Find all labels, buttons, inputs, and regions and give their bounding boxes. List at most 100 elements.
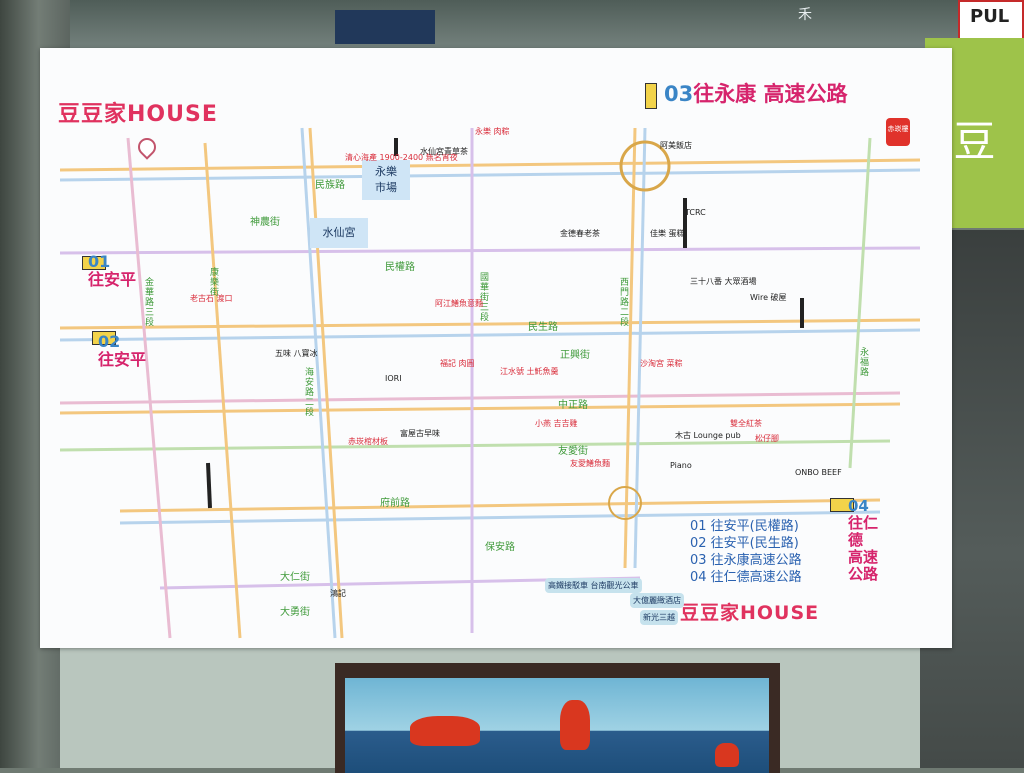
vroad-label-haian: 海安路二段: [305, 368, 315, 418]
highway-02-text: 往安平: [98, 350, 147, 369]
painting-rock-3: [715, 743, 739, 767]
road-haian: [300, 127, 337, 639]
pull-sign: PUL: [958, 0, 1024, 40]
painting-image: [345, 678, 769, 773]
map-poster: 豆豆家HOUSE 豆豆家HOUSE 03往永康 高速公路 01 往安平 02 往…: [40, 48, 952, 648]
place-tcrc: TCRC: [685, 208, 706, 217]
roundabout: [619, 140, 671, 192]
place-sanshiba: 三十八番 大眾酒場: [690, 277, 757, 286]
place-piano: Piano: [670, 461, 692, 470]
place-jiaqiao: 佳樂 蛋糕: [650, 229, 685, 238]
road-label-shennong: 神農街: [250, 217, 280, 228]
road-label-daren: 大仁街: [280, 572, 310, 583]
place-chicken: 鴻記: [330, 589, 346, 598]
highway-03-text2: 高速公路: [763, 82, 848, 106]
highway-01-label: 01 往安平: [88, 253, 148, 289]
landmark-hotel-bus: 高鐵接駁車 台南觀光公車: [545, 578, 642, 593]
vroad-label-yongfu: 永福路: [860, 348, 870, 378]
temple-block: 水仙宮: [310, 218, 368, 248]
place-yongle: 永樂 肉粽: [475, 127, 510, 136]
landmark-dajing: 大億麗緻酒店: [630, 593, 684, 608]
place-fuqiu: 富屋古早味: [400, 429, 440, 438]
highway-01-num: 01: [88, 252, 111, 271]
road-label-minquan: 民權路: [385, 262, 415, 273]
place-shaluo: 沙淘宮 菜粽: [640, 359, 683, 368]
road-kangle: [203, 142, 242, 639]
road-label-baoan: 保安路: [485, 542, 515, 553]
road-label-zhongzheng: 中正路: [558, 400, 588, 411]
highway-04-label: 04 往仁德 高速公路: [848, 498, 888, 583]
place-muguzi: 木古 Lounge pub: [675, 431, 741, 440]
place-fuji: 福記 肉圓: [440, 359, 475, 368]
chihkan-tower-badge: 赤崁樓: [886, 118, 910, 146]
vroad-label-ximen: 西門路二段: [620, 278, 630, 328]
place-youai-st: 友愛鱔魚麵: [570, 459, 610, 468]
vroad-label-guohua: 國華街三段: [480, 273, 490, 323]
highway-04-text2: 高速公路: [848, 548, 879, 583]
road-label-dayong: 大勇街: [280, 607, 310, 618]
road-fuqian: [119, 498, 881, 513]
highway-03-num: 03: [664, 82, 694, 106]
arrow-left-icon: [82, 256, 106, 270]
painting-rock-2: [560, 700, 590, 750]
highway-02-label: 02 往安平: [98, 333, 158, 369]
market-block: 永樂 市場: [362, 160, 410, 200]
place-shuixian: 水仙宮青草茶: [420, 147, 468, 156]
shop-sign: 禾: [798, 7, 812, 23]
place-onbo: ONBO BEEF: [795, 468, 842, 477]
arrow-right-icon: [830, 498, 854, 512]
road-fuqian-2: [119, 510, 881, 525]
road-label-fuqian: 府前路: [380, 498, 410, 509]
highway-02-num: 02: [98, 332, 121, 351]
place-wire: Wire 破屋: [750, 293, 787, 302]
painting-rock-1: [410, 716, 480, 746]
road-label-youai: 友愛街: [558, 446, 588, 457]
place-laogu: 老古石 渡口: [190, 294, 233, 303]
road-youai: [59, 439, 891, 452]
highway-04-text: 往仁德: [848, 514, 879, 549]
place-jinde: 金德春老茶: [560, 229, 600, 238]
highway-01-text: 往安平: [88, 270, 137, 289]
place-chihkan: 赤崁棺材板: [348, 437, 388, 446]
marker-black-3: [206, 462, 212, 509]
road-minquan: [59, 246, 921, 255]
route-legend: 01 往安平(民權路) 02 往安平(民生路) 03 往永康高速公路 04 往仁…: [690, 518, 850, 586]
road-haian-2: [308, 127, 344, 639]
glass-sign: [335, 10, 435, 44]
road-zhongzheng: [59, 391, 901, 405]
highway-03-text: 往永康: [693, 82, 757, 106]
place-amei: 阿美飯店: [660, 141, 692, 150]
place-ajiang: 阿江鱔魚意麵: [435, 299, 483, 308]
place-sign-top: 清心海產 1900-2400 無名宵夜: [345, 153, 458, 162]
place-shuangchuan: 雙全紅茶: [730, 419, 762, 428]
road-minsheng: [59, 318, 921, 330]
road-label-minsheng: 民生路: [528, 322, 558, 333]
road-minsheng-2: [59, 328, 921, 342]
place-songzi: 松仔腳: [755, 434, 779, 443]
road-minzu-2: [59, 168, 921, 182]
place-wuwei: 五味 八寶冰: [275, 349, 318, 358]
road-label-minzu: 民族路: [315, 180, 345, 191]
arrow-left-icon-2: [92, 331, 116, 345]
road-label-zhengxing: 正興街: [560, 350, 590, 361]
legend-item: 01 往安平(民權路): [690, 519, 799, 534]
place-jiangshui: 江水號 土魠魚羹: [500, 367, 559, 376]
road-ximen: [623, 127, 637, 569]
green-panel-char: 豆: [953, 117, 996, 166]
map-title-bottom: 豆豆家HOUSE: [680, 602, 820, 624]
legend-item: 02 往安平(民生路): [690, 536, 799, 551]
map-title: 豆豆家HOUSE: [58, 102, 218, 127]
legend-item: 04 往仁德高速公路: [690, 570, 802, 585]
legend-item: 03 往永康高速公路: [690, 553, 802, 568]
highway-04-num: 04: [848, 497, 869, 515]
highway-03-label: 03往永康 高速公路: [664, 78, 848, 108]
landmark-xinguang: 新光三越: [640, 610, 678, 625]
road-east: [848, 137, 872, 469]
place-xiaoyan: 小燕 吉吉雞: [535, 419, 578, 428]
road-zhongzheng-2: [59, 402, 901, 415]
road-ximen-2: [633, 127, 647, 569]
roundabout-south: [608, 486, 642, 520]
vroad-label-jinhua: 金華路三段: [145, 278, 155, 328]
arrow-up-icon: [645, 83, 657, 109]
road-jinhua: [126, 137, 172, 639]
